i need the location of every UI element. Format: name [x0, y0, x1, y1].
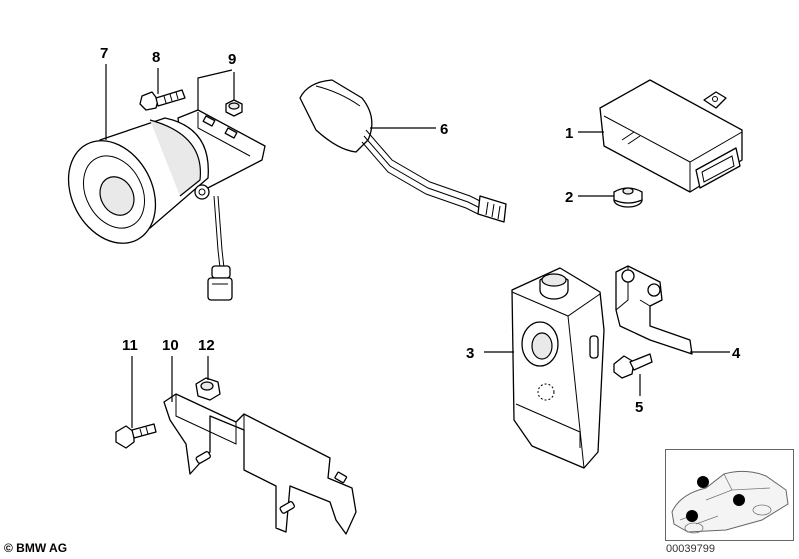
callout-8: 8: [152, 49, 160, 66]
screw-5-part[interactable]: [613, 353, 653, 379]
copyright-text: © BMW AG: [4, 541, 68, 555]
callout-11: 11: [122, 337, 138, 354]
callout-7: 7: [100, 45, 108, 62]
holder-bracket-part[interactable]: [615, 265, 693, 355]
nut-12-part[interactable]: [195, 377, 221, 401]
vehicle-locator-thumbnail: [665, 449, 794, 541]
callout-10: 10: [162, 337, 179, 354]
bolt-11-part[interactable]: [115, 423, 157, 449]
control-unit-part[interactable]: [599, 79, 743, 193]
sensor-cable-part[interactable]: [299, 79, 507, 223]
bolt-8-part[interactable]: [139, 89, 186, 111]
grommet-part[interactable]: [613, 187, 643, 208]
location-dot-icon: [686, 510, 698, 522]
callout-numbers: 1 2 3 4 5 6 7 8 9 10 11 12: [100, 45, 741, 416]
callout-12: 12: [198, 337, 215, 354]
mounting-bracket-part[interactable]: [163, 393, 357, 535]
document-number: 00039799: [666, 543, 715, 555]
location-dot-icon: [733, 494, 745, 506]
car-outline-icon: [671, 470, 789, 534]
callout-1: 1: [565, 125, 573, 142]
leader-lines: [105, 64, 730, 428]
callout-4: 4: [732, 345, 741, 362]
callout-9: 9: [228, 51, 236, 68]
siren-horn-part[interactable]: [51, 109, 266, 301]
location-dot-icon: [697, 476, 709, 488]
callout-6: 6: [440, 121, 448, 138]
callout-2: 2: [565, 189, 573, 206]
nut-9-part[interactable]: [225, 99, 243, 117]
callout-5: 5: [635, 399, 643, 416]
siren-module-part[interactable]: [511, 267, 605, 469]
callout-3: 3: [466, 345, 474, 362]
